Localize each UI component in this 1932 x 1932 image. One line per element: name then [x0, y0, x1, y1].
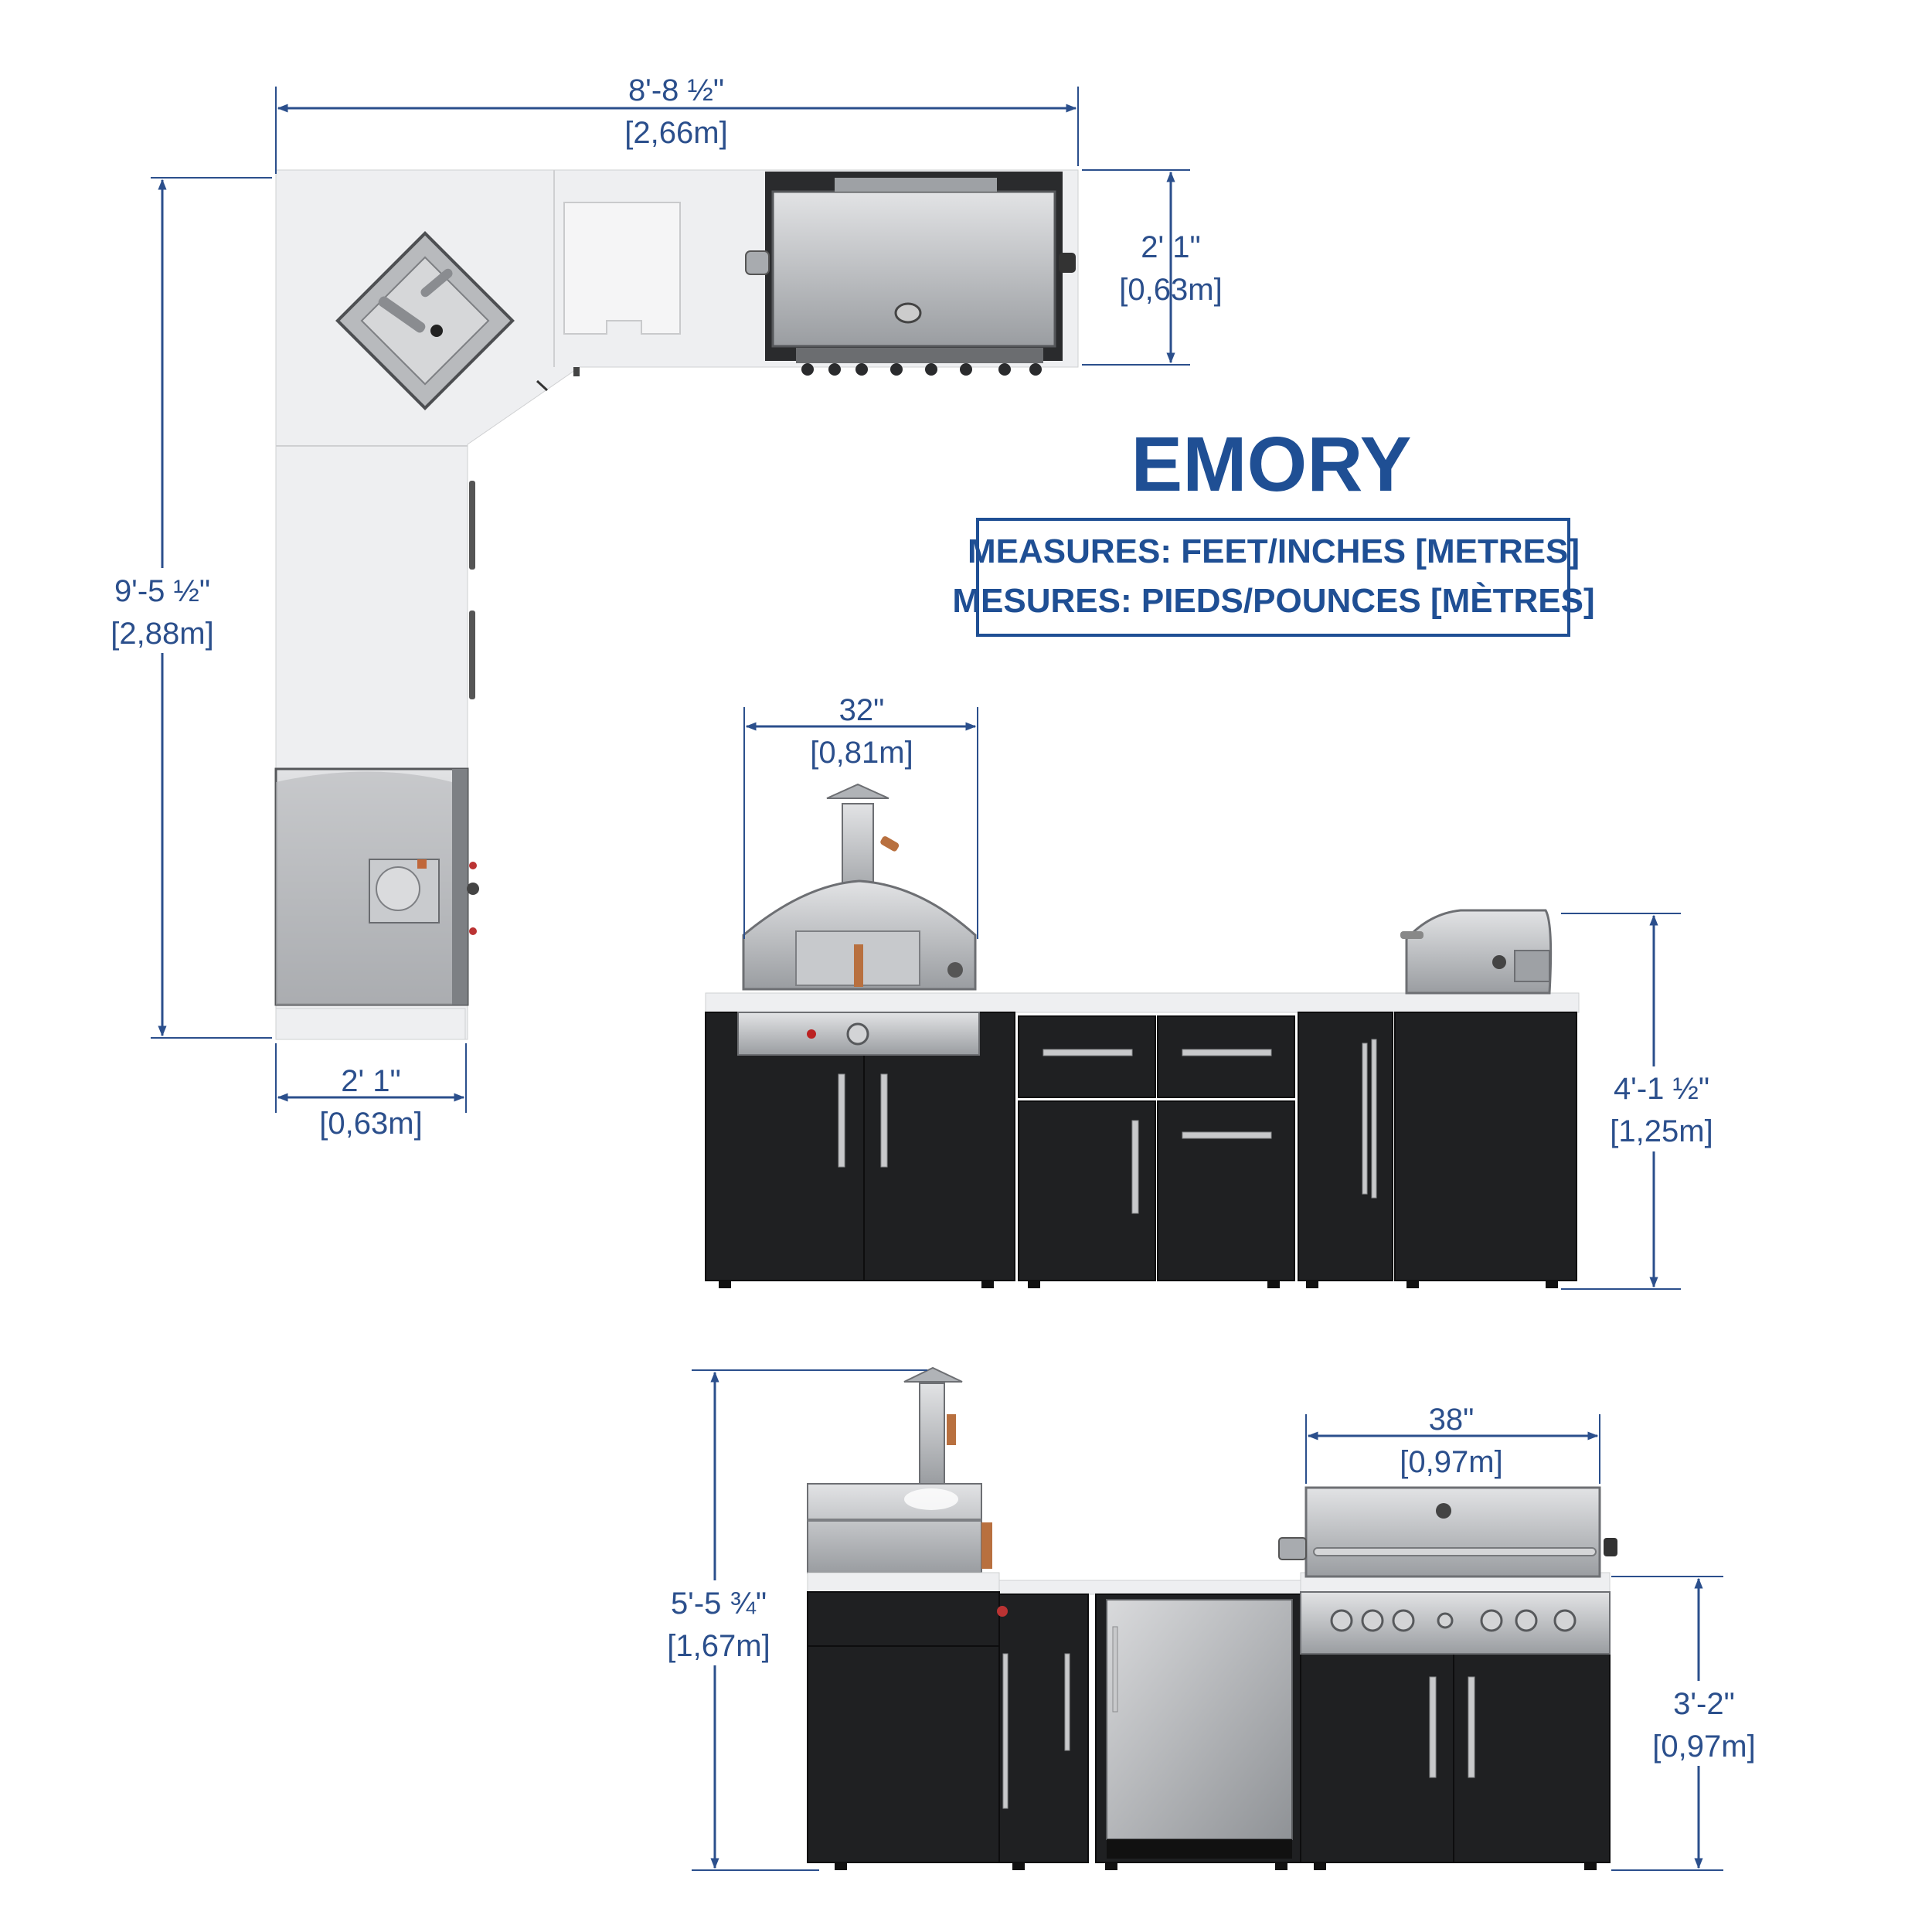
side-counter-height-metric: [0,97m]	[1652, 1730, 1755, 1764]
pizza-oven-icon	[274, 767, 479, 1006]
side-view: 5'-5 ¾" [1,67m] 38" [0,97m] 3'-2" [0,97m…	[649, 1366, 1770, 1871]
grill-icon	[745, 172, 1076, 376]
top-depth-bottom-metric: [0,63m]	[319, 1107, 422, 1141]
front-height-metric: [1,25m]	[1610, 1114, 1713, 1148]
top-view: 8'-8 ½" [2,66m] 2' 1" [0,63m] 9'-5 ½" [2…	[93, 73, 1223, 1141]
pizza-oven-side-icon	[807, 1366, 992, 1573]
top-height-metric: [2,88m]	[111, 617, 213, 651]
side-total-height-metric: [1,67m]	[667, 1629, 770, 1663]
corner-sink-icon	[335, 231, 515, 410]
top-width-metric: [2,66m]	[624, 116, 727, 150]
measures-box: MEASURES: FEET/INCHES [METRES] MESURES: …	[952, 518, 1595, 637]
front-oven-width-imperial: 32"	[839, 693, 885, 727]
page-title: EMORY	[1131, 421, 1412, 508]
fridge-icon	[1095, 1594, 1301, 1863]
grill-side-icon	[1278, 1486, 1617, 1655]
side-grill-width-metric: [0,97m]	[1400, 1445, 1502, 1479]
side-total-height-imperial: 5'-5 ¾"	[671, 1587, 767, 1621]
grill-front-icon	[1400, 909, 1553, 995]
side-counter-height-imperial: 3'-2"	[1673, 1687, 1735, 1721]
measures-line-en: MEASURES: FEET/INCHES [METRES]	[968, 532, 1580, 570]
front-oven-width-metric: [0,81m]	[810, 736, 913, 770]
measures-line-fr: MESURES: PIEDS/POUNCES [MÈTRES]	[952, 581, 1594, 620]
front-height-imperial: 4'-1 ½"	[1614, 1072, 1709, 1106]
side-grill-width-imperial: 38"	[1429, 1403, 1475, 1437]
front-view: 32" [0,81m] 4'-1 ½" [1,25m]	[705, 693, 1727, 1290]
pizza-oven-front-icon	[737, 783, 980, 1056]
top-height-imperial: 9'-5 ½"	[114, 574, 210, 608]
top-depth-bottom-imperial: 2' 1"	[341, 1064, 400, 1098]
cutting-board-icon	[563, 202, 681, 335]
top-depth-right-metric: [0,63m]	[1119, 273, 1222, 307]
top-depth-right-imperial: 2' 1"	[1141, 230, 1200, 264]
top-width-imperial: 8'-8 ½"	[628, 73, 724, 107]
